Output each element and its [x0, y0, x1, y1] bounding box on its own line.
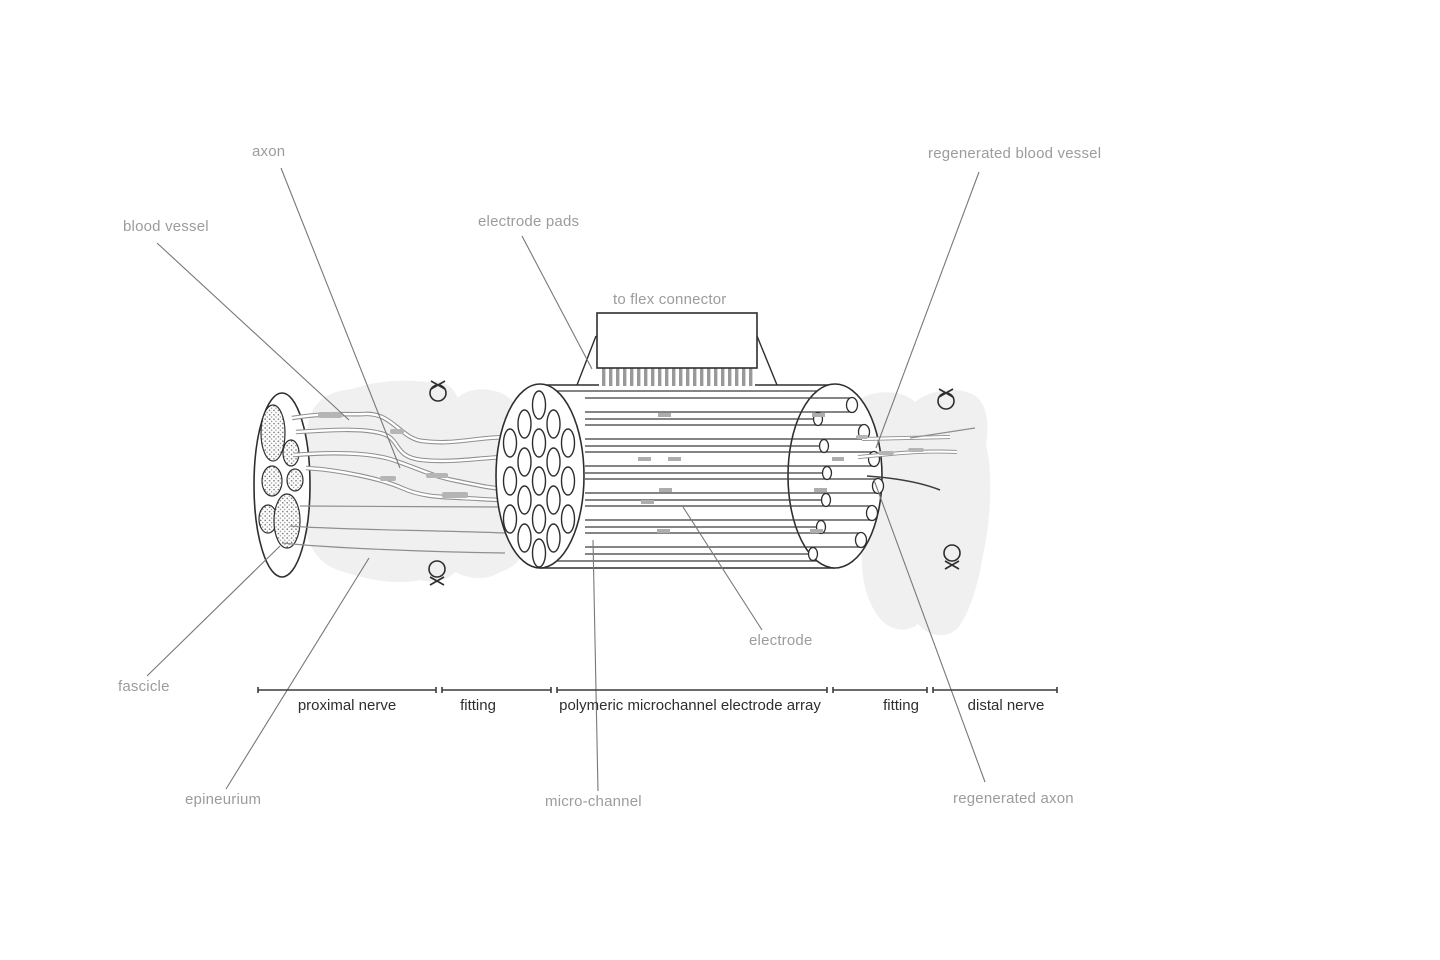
scale-bar [257, 687, 1058, 693]
proximal-nerve-cross-section [253, 392, 311, 578]
blood-vessel-leader-line [156, 242, 350, 421]
vessel-patches [318, 412, 468, 498]
regenerated-blood-vessel-line [866, 475, 941, 491]
axis-label-distal-nerve: distal nerve [967, 697, 1045, 714]
suture-icon [428, 380, 961, 586]
epineurium-leader-line [225, 557, 370, 790]
electrode-pads-hatch [599, 368, 755, 386]
label-epineurium: epineurium [185, 791, 262, 808]
axon-leader-line [280, 167, 401, 469]
flex-connector-box [576, 312, 778, 386]
microchannel-array-cylinder [495, 383, 885, 569]
label-fascicle: fascicle [118, 678, 170, 695]
electrode-pads-leader-line [521, 235, 593, 370]
microchannel-hole [502, 390, 576, 568]
fascicle-shape [258, 404, 304, 549]
axis-label-proximal-nerve: proximal nerve [297, 697, 397, 714]
label-electrode: electrode [749, 632, 813, 649]
micro-channel-leader-line [592, 539, 599, 792]
label-micro-channel: micro-channel [545, 793, 642, 810]
axis-label-fitting-left: fitting [460, 697, 496, 714]
regenerated-axon-leader-line [873, 479, 986, 783]
label-to-flex-connector: to flex connector [613, 291, 727, 308]
label-regenerated-axon: regenerated axon [953, 790, 1074, 807]
axon-strands [281, 411, 506, 554]
axis-label-array: polymeric microchannel electrode array [559, 697, 821, 714]
leader-lines [146, 167, 986, 792]
blood-vessel-lines [281, 505, 506, 554]
label-axon: axon [252, 143, 286, 160]
label-blood-vessel: blood vessel [123, 218, 209, 235]
electrode-leader-line [682, 506, 763, 631]
electrode-sites [638, 413, 844, 533]
axis-label-fitting-right: fitting [883, 697, 919, 714]
label-regenerated-blood-vessel: regenerated blood vessel [928, 145, 1102, 162]
regenerated-blood-vessel-leader-line [875, 171, 980, 449]
label-electrode-pads: electrode pads [478, 213, 580, 230]
fascicle-leader-line [146, 545, 281, 677]
regenerated-fibers [856, 427, 976, 491]
